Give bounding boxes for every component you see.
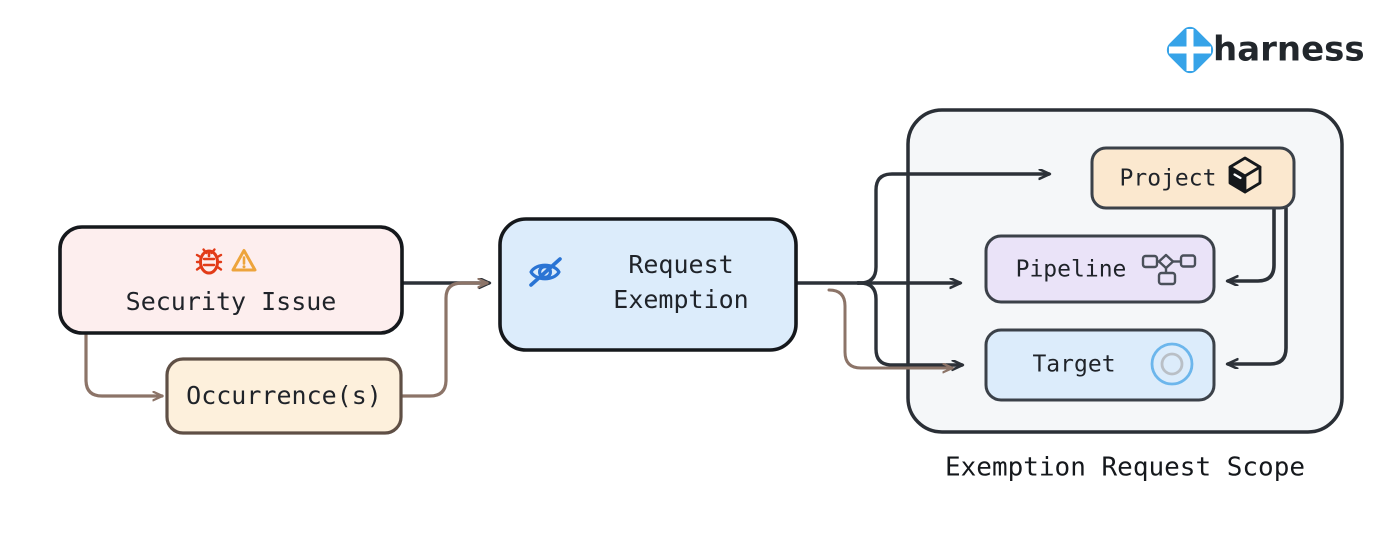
scope-group-caption: Exemption Request Scope [945, 453, 1305, 483]
eye-off-icon [529, 257, 562, 287]
edge-project-to-pipeline [1228, 206, 1276, 281]
request-exemption-label-line2: Exemption [613, 285, 748, 314]
target-box[interactable] [984, 328, 1216, 402]
bug-icon [195, 248, 223, 275]
pipeline-label: Pipeline [1016, 257, 1127, 283]
cube-icon [1228, 156, 1262, 194]
security-issue-box[interactable] [58, 225, 404, 335]
occurrences-label: Occurrence(s) [186, 381, 382, 410]
node-security-issue[interactable]: Security Issue [58, 225, 404, 335]
pipeline-nodes-icon [1141, 253, 1197, 286]
edge-security-issue-to-occurrences [84, 331, 162, 396]
project-box[interactable] [1090, 146, 1296, 210]
occurrences-box[interactable] [165, 357, 403, 435]
edge-occurrences-to-request-exemption [399, 283, 487, 398]
edge-request-exemption-to-target [856, 281, 962, 365]
project-label: Project [1120, 166, 1217, 192]
harness-wordmark: harness [1213, 30, 1365, 70]
node-target[interactable]: Target [984, 328, 1216, 402]
harness-diamond-logo-icon [1166, 26, 1214, 74]
harness-logo: harness [1166, 26, 1365, 74]
target-label: Target [1032, 352, 1115, 378]
request-exemption-label-line1: Request [628, 250, 733, 279]
diagram-edges [84, 174, 1288, 398]
node-occurrences[interactable]: Occurrence(s) [165, 357, 403, 435]
security-issue-label: Security Issue [126, 287, 337, 316]
target-circle-icon [1150, 342, 1194, 386]
edge-occurrence-scope-to-target [827, 288, 952, 368]
node-request-exemption[interactable]: Request Exemption [498, 217, 798, 352]
request-exemption-box[interactable] [498, 217, 798, 352]
warning-triangle-icon [231, 249, 257, 272]
node-pipeline[interactable]: Pipeline [984, 234, 1216, 304]
edge-project-to-target [1228, 206, 1288, 364]
node-project[interactable]: Project [1090, 146, 1296, 210]
pipeline-box[interactable] [984, 234, 1216, 304]
